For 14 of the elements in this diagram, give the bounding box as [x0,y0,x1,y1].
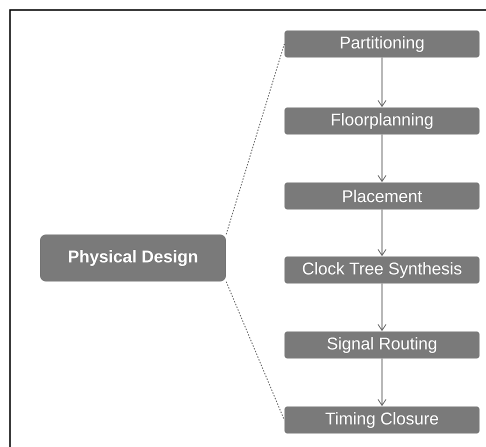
arrow [378,57,386,108]
step-box: Clock Tree Synthesis [284,256,480,284]
step-box: Signal Routing [284,332,480,358]
arrow [378,358,386,406]
dotted-line [226,44,285,235]
dotted-line [226,281,285,420]
step-box: Timing Closure [284,406,480,434]
step-box: Partitioning [284,30,480,58]
step-box: Placement [284,182,480,210]
topic-box: Physical Design [40,234,226,282]
arrow [378,209,386,256]
step-box: Floorplanning [284,108,480,134]
arrow [378,134,386,182]
arrow [378,283,386,332]
